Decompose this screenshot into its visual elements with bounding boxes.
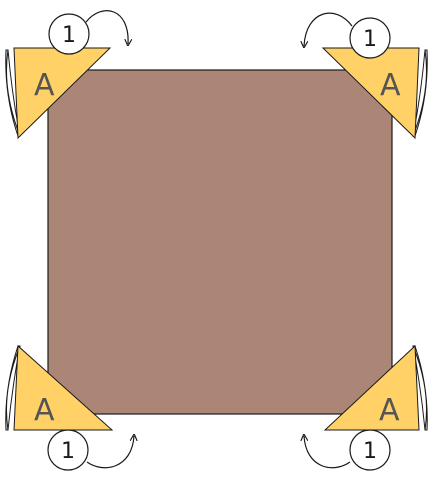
fabric-square bbox=[48, 70, 392, 414]
step-number: 1 bbox=[61, 439, 75, 464]
step-number: 1 bbox=[363, 439, 377, 464]
rotate-arrow bbox=[86, 11, 128, 44]
rotate-arrow bbox=[304, 13, 352, 46]
corner-letter: A bbox=[34, 68, 55, 103]
rotate-arrow bbox=[304, 436, 350, 468]
corner-letter: A bbox=[34, 393, 55, 428]
rotate-arrow bbox=[87, 436, 134, 468]
step-number: 1 bbox=[62, 23, 76, 48]
corner-letter: A bbox=[380, 68, 401, 103]
step-number: 1 bbox=[363, 27, 377, 52]
corner-letter: A bbox=[379, 393, 400, 428]
